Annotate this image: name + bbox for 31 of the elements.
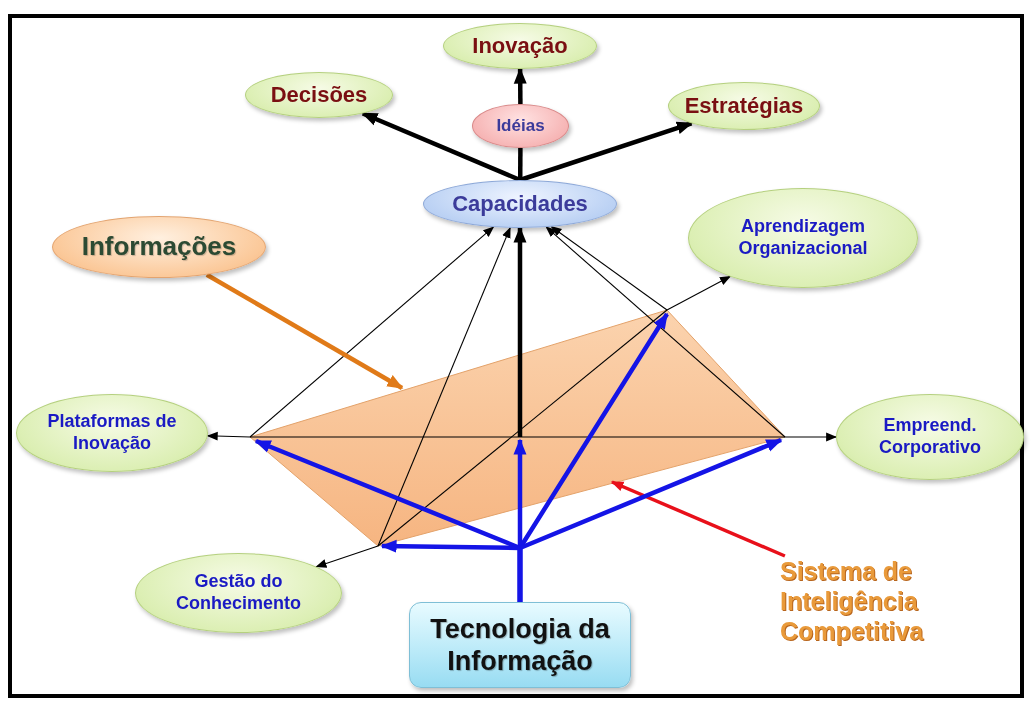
node-label: Gestão do Conhecimento — [175, 571, 302, 615]
arrow — [377, 226, 511, 547]
arrow — [517, 437, 783, 602]
node-label: Tecnologia da Informação — [429, 612, 611, 678]
node-label: Informações — [81, 231, 237, 263]
arrow — [513, 67, 527, 104]
node-label: Decisões — [270, 81, 368, 109]
ellipse-node — [245, 72, 393, 118]
node-label: Aprendizagem Organizacional — [737, 216, 869, 260]
node-label: Sistema de Inteligência Competitiva — [780, 556, 925, 646]
arrow — [545, 226, 786, 438]
ellipse-node — [472, 104, 569, 148]
node-label: Empreend. Corporativo — [878, 415, 982, 459]
arrow — [550, 226, 668, 311]
node-label: Plataformas de Inovação — [46, 411, 178, 455]
node-label: Inovação — [472, 32, 568, 60]
connector-line — [517, 148, 523, 180]
arrow — [513, 226, 527, 437]
arrow — [205, 272, 404, 390]
node-label: Capacidades — [452, 190, 588, 218]
arrow — [666, 276, 731, 311]
ellipse-node — [668, 82, 820, 130]
arrow — [610, 480, 786, 558]
arrow — [249, 226, 495, 438]
node-label: Estratégias — [684, 92, 804, 120]
ellipse-node — [443, 23, 597, 69]
arrow — [315, 545, 379, 568]
process-box — [409, 602, 631, 688]
arrow — [784, 432, 838, 442]
arrow — [206, 431, 251, 441]
node-label: Idéias — [496, 115, 545, 137]
